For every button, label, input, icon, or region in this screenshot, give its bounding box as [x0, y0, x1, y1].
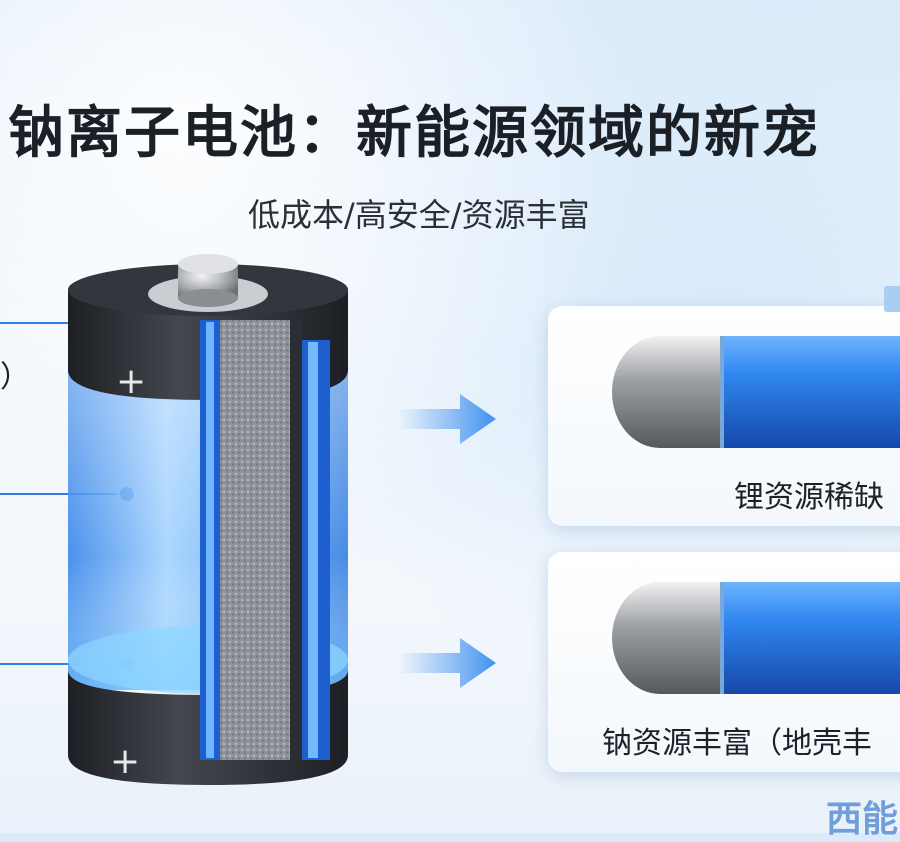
- edge-decoration: [884, 286, 900, 312]
- cut-off-label: ）: [0, 360, 30, 395]
- sodium-rod-illustration: [612, 582, 900, 694]
- page-title: 钠离子电池：新能源领域的新宠: [8, 101, 820, 166]
- lithium-scarce-label: 锂资源稀缺: [734, 480, 884, 515]
- arrow-right-icon: [398, 394, 496, 444]
- page-subtitle: 低成本/高安全/资源丰富: [248, 196, 590, 234]
- callout-line-cap: [0, 322, 110, 324]
- callout-line-electrolyte: [0, 493, 124, 495]
- lithium-card: 锂资源稀缺: [548, 306, 900, 526]
- battery-bottom-plus: +: [110, 741, 140, 782]
- callout-line-bottom: [0, 663, 124, 665]
- lithium-rod-illustration: [612, 336, 900, 448]
- arrow-right-icon: [398, 638, 496, 688]
- battery-cutaway-illustration: + +: [68, 254, 348, 785]
- sodium-abundant-label: 钠资源丰富（地壳丰: [602, 726, 872, 761]
- battery-top-plus: +: [116, 361, 146, 402]
- sodium-card: 钠资源丰富（地壳丰: [548, 552, 900, 772]
- watermark: 西能: [826, 799, 899, 840]
